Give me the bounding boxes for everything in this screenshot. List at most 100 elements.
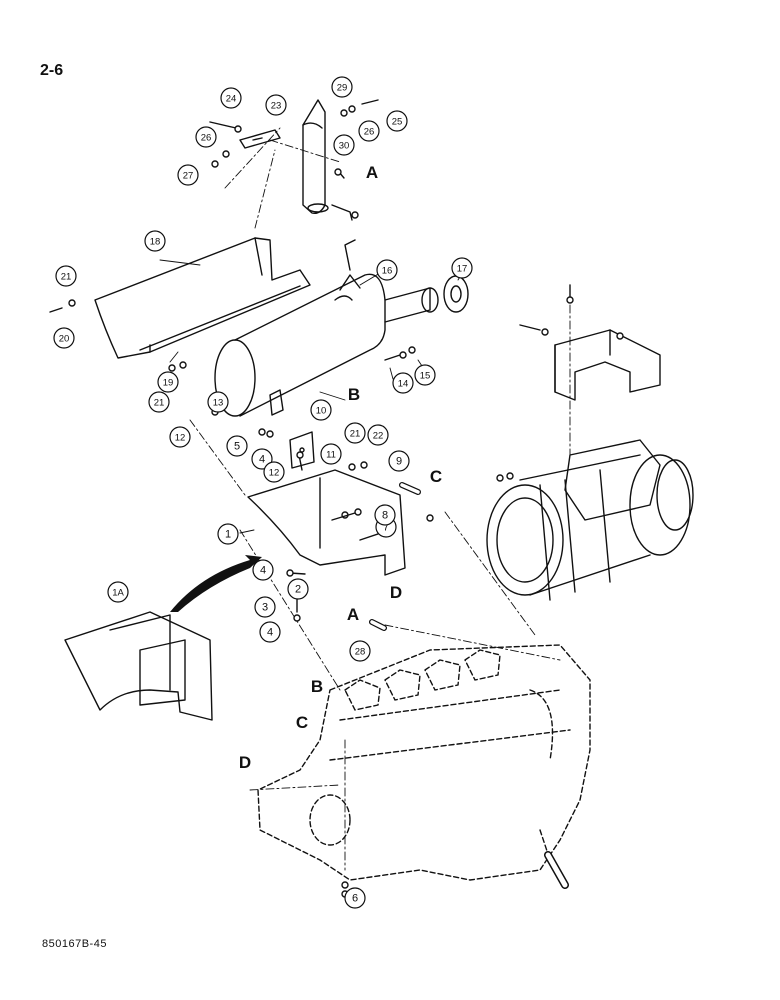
- connection-letter-C: C: [430, 467, 442, 486]
- callout-12: 12: [169, 426, 191, 448]
- callout-17: 17: [451, 257, 473, 279]
- variant-arrow: [170, 555, 262, 612]
- connection-letter-B: B: [311, 677, 323, 696]
- callout-circle: [107, 581, 129, 603]
- callout-circle: [254, 596, 276, 618]
- callout-circle: [287, 578, 309, 600]
- callout-circle: [392, 372, 414, 394]
- callout-18: 18: [144, 230, 166, 252]
- callout-label: 17: [457, 264, 468, 275]
- support-clamp: [289, 431, 315, 469]
- callout-circle: [53, 327, 75, 349]
- callout-label: 12: [175, 433, 186, 444]
- callout-11: 11: [320, 443, 342, 465]
- callout-label: 8: [382, 510, 388, 522]
- callout-label: 4: [260, 565, 266, 577]
- page-number: 2-6: [40, 62, 64, 79]
- callout-label: 23: [271, 101, 282, 112]
- callout-23: 23: [265, 94, 287, 116]
- callout-label: 27: [183, 171, 194, 182]
- callout-circle: [169, 426, 191, 448]
- callout-circle: [344, 887, 366, 909]
- callout-circle: [367, 424, 389, 446]
- callout-label: 30: [339, 141, 350, 152]
- callout-4: 4: [251, 448, 273, 470]
- callout-9: 9: [388, 450, 410, 472]
- callout-label: 26: [201, 133, 212, 144]
- callout-30: 30: [333, 134, 355, 156]
- callout-circle: [55, 265, 77, 287]
- callout-label: 4: [267, 627, 273, 639]
- callout-3: 3: [254, 596, 276, 618]
- callout-circle: [217, 523, 239, 545]
- callout-2: 2: [287, 578, 309, 600]
- callout-circle: [414, 364, 436, 386]
- callout-circle: [252, 559, 274, 581]
- callout-29: 29: [331, 76, 353, 98]
- callout-5: 5: [226, 435, 248, 457]
- drain-hose: [544, 851, 569, 889]
- callout-circle: [376, 259, 398, 281]
- shield-bracket: [239, 129, 281, 149]
- callout-12: 12: [263, 461, 285, 483]
- callout-label: 22: [373, 431, 384, 442]
- callout-22: 22: [367, 424, 389, 446]
- callout-1A: 1A: [107, 581, 129, 603]
- callout-26: 26: [195, 126, 217, 148]
- callout-circle: [157, 371, 179, 393]
- callout-circle: [344, 422, 366, 444]
- callout-24: 24: [220, 87, 242, 109]
- callout-circle: [259, 621, 281, 643]
- connection-letter-A: A: [347, 605, 359, 624]
- callout-label: 1A: [112, 588, 124, 599]
- callout-label: 18: [150, 237, 161, 248]
- callout-label: 26: [364, 127, 375, 138]
- outlet-flange: [443, 275, 469, 313]
- fasteners: [49, 99, 624, 898]
- muffler-support-variant: [64, 611, 213, 721]
- callout-circle: [331, 76, 353, 98]
- callout-label: 6: [352, 893, 358, 905]
- callout-21: 21: [344, 422, 366, 444]
- callout-circle: [374, 504, 396, 526]
- callout-21: 21: [55, 265, 77, 287]
- air-cleaner-bracket: [554, 329, 661, 401]
- callout-circle: [220, 87, 242, 109]
- connection-letter-B: B: [348, 385, 360, 404]
- callout-circle: [207, 391, 229, 413]
- callout-25: 25: [386, 110, 408, 132]
- callout-label: 21: [350, 429, 361, 440]
- callout-label: 2: [295, 584, 301, 596]
- callout-label: 19: [163, 378, 174, 389]
- callout-label: 21: [154, 398, 165, 409]
- heat-shield: [94, 237, 311, 359]
- callout-label: 12: [269, 468, 280, 479]
- callout-label: 15: [420, 371, 431, 382]
- callout-label: 20: [59, 334, 70, 345]
- callout-10: 10: [310, 399, 332, 421]
- callout-label: 3: [262, 602, 268, 614]
- callout-circle: [349, 640, 371, 662]
- callout-circle: [386, 110, 408, 132]
- callout-circle: [333, 134, 355, 156]
- callout-8: 8: [374, 504, 396, 526]
- callout-1: 1: [217, 523, 239, 545]
- callout-circle: [251, 448, 273, 470]
- callout-circle: [358, 120, 380, 142]
- callout-label: 13: [213, 398, 224, 409]
- callout-label: 21: [61, 272, 72, 283]
- air-cleaner: [486, 439, 694, 601]
- callout-15: 15: [414, 364, 436, 386]
- callout-circle: [263, 461, 285, 483]
- callout-20: 20: [53, 327, 75, 349]
- callout-label: 7: [383, 522, 389, 534]
- callout-label: 28: [355, 647, 366, 658]
- callout-label: 14: [398, 379, 409, 390]
- callout-circle: [265, 94, 287, 116]
- callout-label: 5: [234, 441, 240, 453]
- callout-circle: [451, 257, 473, 279]
- connection-letter-D: D: [239, 753, 251, 772]
